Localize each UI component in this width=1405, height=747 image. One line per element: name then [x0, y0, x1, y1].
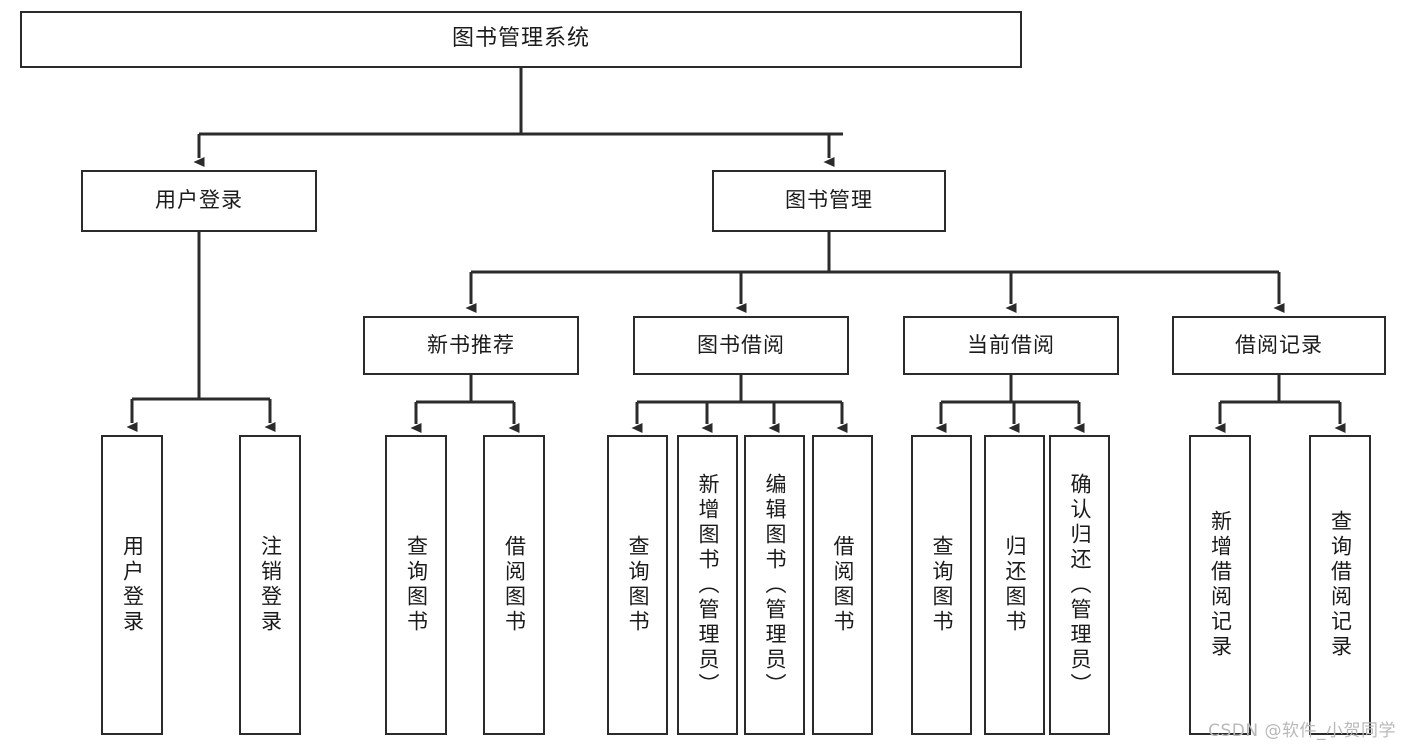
node-leaf-query-book-label: 查询图书	[626, 535, 650, 635]
node-leaf-query-book[interactable]: 查询图书	[607, 435, 668, 735]
node-leaf-query-book-cur-label: 查询图书	[930, 535, 954, 635]
node-leaf-query-borrow-rec[interactable]: 查询借阅记录	[1309, 435, 1371, 735]
node-leaf-query-borrow-rec-label: 查询借阅记录	[1328, 510, 1353, 660]
node-root[interactable]: 图书管理系统	[20, 11, 1022, 68]
node-book-manage-label: 图书管理	[785, 188, 873, 213]
node-book-manage[interactable]: 图书管理	[712, 170, 946, 232]
node-leaf-borrow-book[interactable]: 借阅图书	[812, 435, 873, 735]
node-leaf-add-book-admin-label: 新增图书（管理员）	[696, 472, 720, 698]
node-new-book-rec-label: 新书推荐	[427, 332, 515, 357]
node-leaf-confirm-return[interactable]: 确认归还（管理员）	[1049, 435, 1110, 735]
node-leaf-query-book-cur[interactable]: 查询图书	[911, 435, 972, 735]
node-leaf-add-borrow-rec[interactable]: 新增借阅记录	[1189, 435, 1251, 735]
node-leaf-return-book-label: 归还图书	[1003, 535, 1027, 635]
node-user-login[interactable]: 用户登录	[81, 170, 317, 232]
node-leaf-confirm-return-label: 确认归还（管理员）	[1068, 472, 1092, 698]
node-borrow-record-label: 借阅记录	[1235, 332, 1323, 357]
node-leaf-user-logout[interactable]: 注销登录	[239, 435, 301, 735]
node-root-label: 图书管理系统	[451, 26, 590, 52]
node-leaf-user-login[interactable]: 用户登录	[101, 435, 163, 735]
node-book-borrow-label: 图书借阅	[697, 332, 785, 357]
node-leaf-query-book-rec[interactable]: 查询图书	[385, 435, 447, 735]
node-leaf-add-book-admin[interactable]: 新增图书（管理员）	[677, 435, 738, 735]
node-leaf-return-book[interactable]: 归还图书	[984, 435, 1045, 735]
node-leaf-edit-book-admin-label: 编辑图书（管理员）	[763, 472, 787, 698]
node-current-borrow[interactable]: 当前借阅	[903, 316, 1119, 375]
node-current-borrow-label: 当前借阅	[967, 332, 1055, 357]
node-leaf-borrow-book-rec[interactable]: 借阅图书	[483, 435, 545, 735]
node-book-borrow[interactable]: 图书借阅	[633, 316, 849, 375]
node-leaf-user-login-label: 用户登录	[120, 535, 145, 635]
node-new-book-rec[interactable]: 新书推荐	[363, 316, 579, 375]
csdn-watermark: CSDN @软件_小贺同学	[1208, 721, 1396, 741]
node-user-login-label: 用户登录	[155, 188, 243, 213]
node-borrow-record[interactable]: 借阅记录	[1172, 316, 1386, 375]
node-leaf-query-book-rec-label: 查询图书	[404, 535, 429, 635]
node-leaf-add-borrow-rec-label: 新增借阅记录	[1208, 510, 1233, 660]
node-leaf-edit-book-admin[interactable]: 编辑图书（管理员）	[744, 435, 805, 735]
node-leaf-borrow-book-label: 借阅图书	[831, 535, 855, 635]
node-leaf-user-logout-label: 注销登录	[258, 535, 283, 635]
node-leaf-borrow-book-rec-label: 借阅图书	[502, 535, 527, 635]
